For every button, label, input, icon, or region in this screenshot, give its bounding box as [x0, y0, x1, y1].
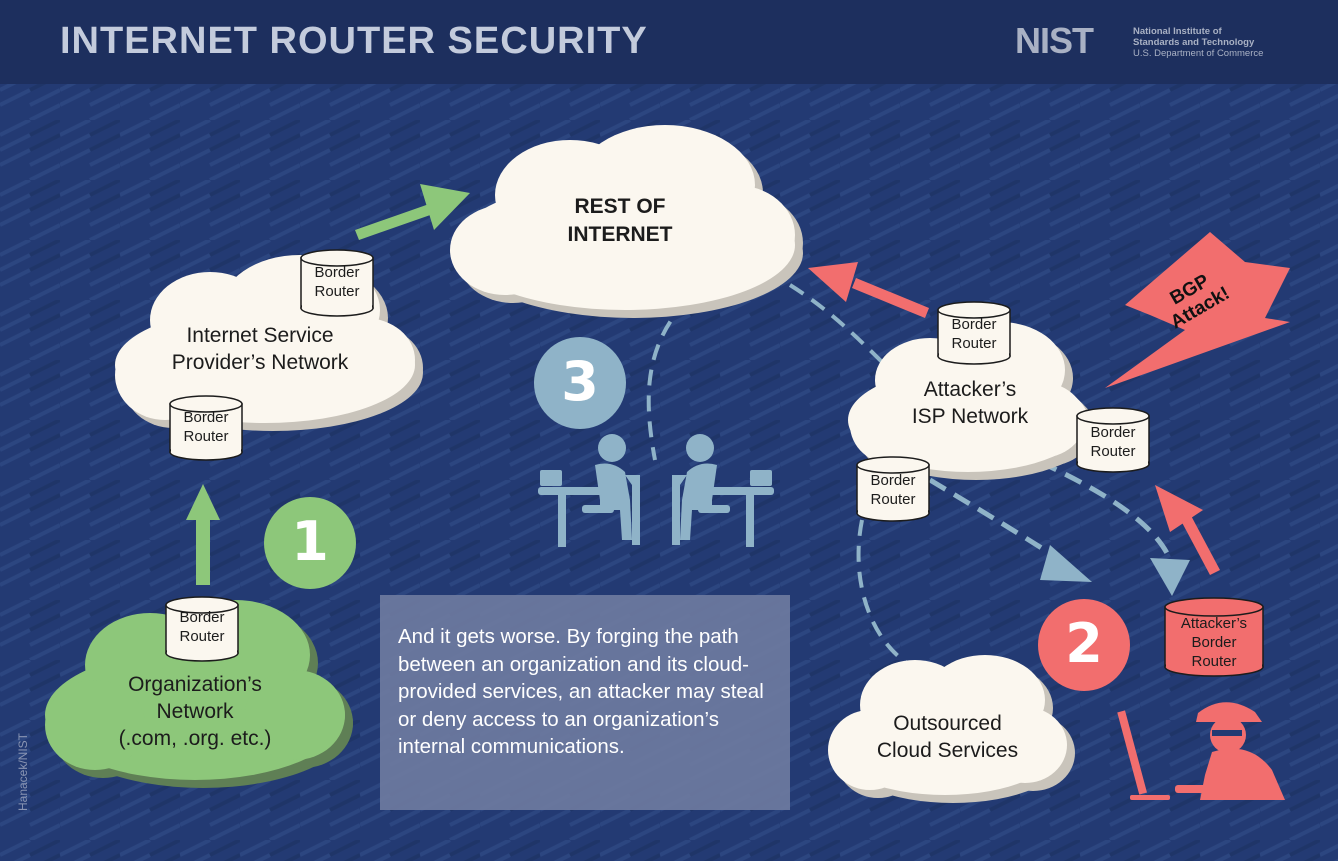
dashed-path-internet-to-person: [646, 281, 707, 461]
nist-logo: NIST National Institute of Standards and…: [1015, 22, 1265, 62]
router-label-attacker-top: Border Router: [951, 316, 997, 352]
step-3-number: 3: [561, 350, 599, 413]
header-bar: [0, 0, 1338, 84]
router-label-organization: Border Router: [179, 609, 225, 645]
router-label-isp-top: Border Router: [314, 264, 360, 300]
step-3-circle: [534, 337, 626, 429]
cloud-label-isp: Internet Service Provider’s Network: [171, 324, 349, 374]
step-2-circle: [1038, 599, 1130, 691]
step-2-number: 2: [1065, 612, 1103, 675]
router-isp-bottom-icon: [169, 395, 243, 461]
cloud-rest-of-internet: [450, 125, 803, 318]
router-label-isp-bottom: Border Router: [183, 409, 229, 445]
image-credit: Hanacek/NIST: [16, 732, 30, 812]
bgp-attack-burst: [1105, 232, 1290, 388]
logo-line-1: National Institute of: [1133, 26, 1222, 37]
router-label-attacker-border: Attacker’s Border Router: [1180, 615, 1248, 670]
dashed-arrow-to-attacker-router: [1038, 459, 1190, 596]
router-isp-top-icon: [300, 249, 374, 317]
nist-logo-mark: NIST: [1015, 20, 1094, 61]
red-arrow-up-from-attacker: [1155, 485, 1220, 575]
router-attacker-border-icon: [1164, 597, 1264, 677]
logo-line-3: U.S. Department of Commerce: [1133, 48, 1264, 59]
red-arrow-to-internet: [808, 262, 929, 318]
dashed-path-internet-to-attacker: [788, 283, 892, 372]
page-title: INTERNET ROUTER SECURITY: [60, 20, 648, 62]
cloud-label-cloud-services: Outsourced Cloud Services: [876, 712, 1019, 762]
step-1-circle: [264, 497, 356, 589]
cloud-label-attacker-isp: Attacker’s ISP Network: [911, 378, 1029, 428]
router-label-attacker-left: Border Router: [870, 472, 916, 508]
green-arrow-to-internet: [355, 184, 470, 240]
dashed-path-to-cloud-services: [856, 519, 912, 667]
green-arrow-up: [186, 484, 220, 585]
router-organization-icon: [165, 596, 239, 662]
cloud-label-organization: Organization’s Network (.com, .org. etc.…: [118, 673, 272, 750]
logo-line-2: Standards and Technology: [1133, 37, 1255, 48]
router-attacker-right-icon: [1076, 407, 1150, 473]
router-attacker-left-icon: [856, 456, 930, 522]
router-label-attacker-right: Border Router: [1090, 424, 1136, 460]
info-text: And it gets worse. By forging the path b…: [398, 625, 764, 758]
person-left-icon: [538, 434, 640, 547]
person-right-icon: [672, 434, 774, 547]
hacker-icon: [1117, 702, 1285, 800]
info-box: [380, 595, 790, 810]
dashed-arrow-to-step-2: [928, 477, 1092, 582]
cloud-label-internet: REST OF INTERNET: [567, 195, 673, 246]
cloud-outsourced-services: [828, 655, 1075, 803]
step-1-number: 1: [291, 510, 329, 573]
router-attacker-top-icon: [937, 301, 1011, 365]
